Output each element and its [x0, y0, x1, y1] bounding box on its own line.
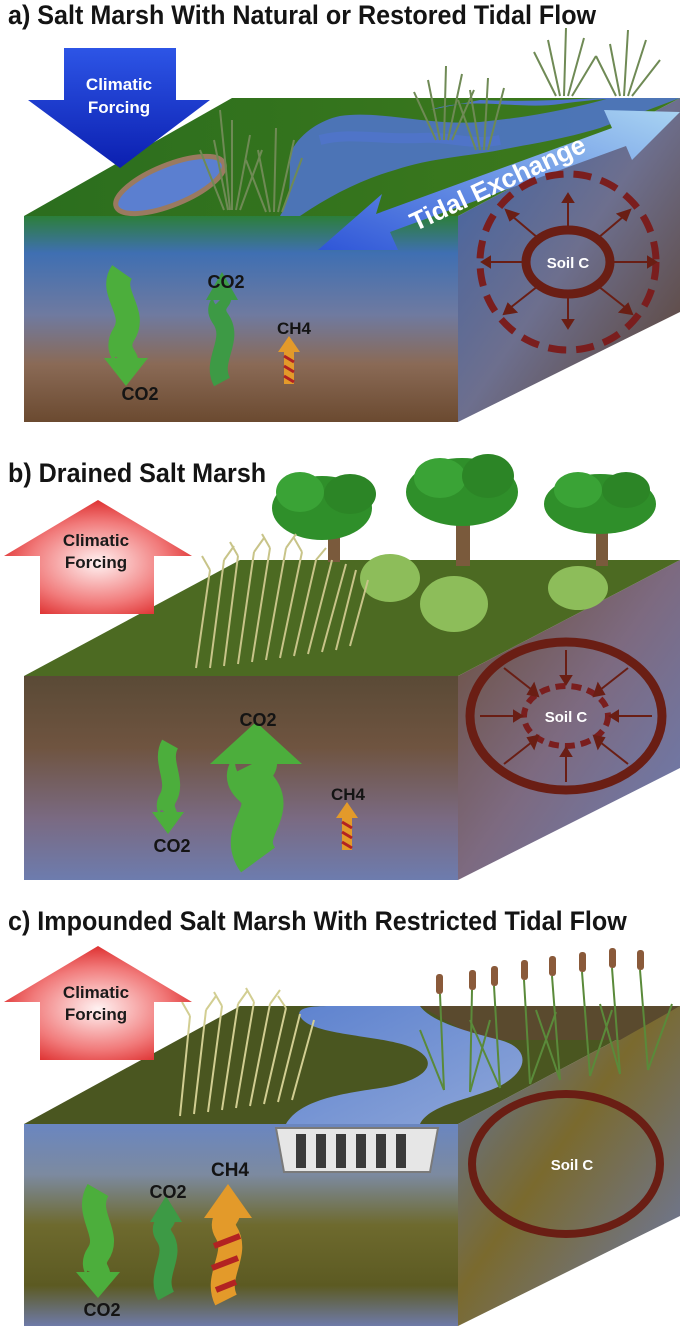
panel-b-ch4-arrow: [336, 802, 358, 850]
panel-c-reeds: [179, 987, 315, 1117]
panel-b-soil-ring-inner: [521, 683, 611, 749]
shrub-icon: [360, 554, 608, 632]
panel-c-flux-co2-down: CO2: [83, 1300, 120, 1320]
panel-c-soil-ring: [468, 1090, 664, 1238]
panel-a-forcing-label-2: Forcing: [88, 98, 150, 117]
panel-c-forcing-label-2: Forcing: [65, 1005, 127, 1024]
panel-a-co2-down-arrow: [104, 265, 148, 386]
panel-a-pond: [113, 153, 227, 217]
panel-a-flux-co2-down: CO2: [121, 384, 158, 404]
panel-a-title: a) Salt Marsh With Natural or Restored T…: [8, 0, 597, 30]
panel-b-reeds: [195, 533, 369, 669]
tree-icon: [544, 472, 656, 566]
panel-b-block: Climatic Forcing Soil C: [4, 454, 680, 880]
panel-a-flux-co2-up: CO2: [207, 272, 244, 292]
panel-b-co2-up-arrow: [210, 722, 302, 873]
panel-a-grass: [199, 27, 661, 213]
panel-c-flux-co2-up: CO2: [149, 1182, 186, 1202]
panel-b-forcing-label-2: Forcing: [65, 553, 127, 572]
panel-b-title: b) Drained Salt Marsh: [8, 458, 267, 488]
panel-a-forcing-label-1: Climatic: [86, 75, 152, 94]
panel-a-ch4-arrow: [278, 336, 300, 384]
panel-c-block: Climatic Forcing Soil C CO2 CO2 CH4: [4, 946, 680, 1326]
panel-b-soil-ring-outer: [465, 637, 667, 795]
panel-b-flux-co2-down: CO2: [153, 836, 190, 856]
panel-c-ch4-arrow: [204, 1184, 252, 1306]
panel-b-soil-label: Soil C: [545, 709, 588, 726]
panel-a-forcing-arrow: [28, 48, 210, 168]
tree-icon: [406, 454, 518, 566]
panel-c-water-channel: [286, 1006, 523, 1124]
panel-c-co2-up-arrow: [150, 1196, 182, 1301]
panel-c-title: c) Impounded Salt Marsh With Restricted …: [8, 906, 627, 936]
panel-c-forcing-label-1: Climatic: [63, 983, 129, 1002]
panel-a-soil-label: Soil C: [547, 255, 590, 272]
panel-b-flux-ch4: CH4: [331, 785, 366, 804]
panel-b-co2-down-arrow: [152, 739, 184, 834]
panel-b-forcing-label-1: Climatic: [63, 531, 129, 550]
panel-a-co2-up-arrow: [206, 272, 238, 387]
panel-a-flux-ch4: CH4: [277, 319, 312, 338]
panel-b-inward-arrows: [480, 650, 652, 782]
panel-b-forcing-arrow: [4, 500, 192, 614]
panel-a-block: Tidal Exchange Climatic Forcing Soil C: [24, 27, 680, 422]
panel-b-flux-co2-up: CO2: [239, 710, 276, 730]
panel-c-flux-ch4: CH4: [211, 1160, 249, 1181]
tree-icon: [272, 472, 376, 562]
cattail-icon: [419, 948, 673, 1093]
tidal-exchange-arrow: [318, 110, 680, 250]
culvert-icon: [274, 1127, 440, 1173]
panel-c-soil-label: Soil C: [551, 1157, 594, 1174]
panel-a-outward-arrows: [480, 192, 658, 330]
panel-a-water-channel: [280, 98, 680, 216]
panel-c-co2-down-arrow: [76, 1183, 120, 1298]
panel-c-forcing-arrow: [4, 946, 192, 1060]
